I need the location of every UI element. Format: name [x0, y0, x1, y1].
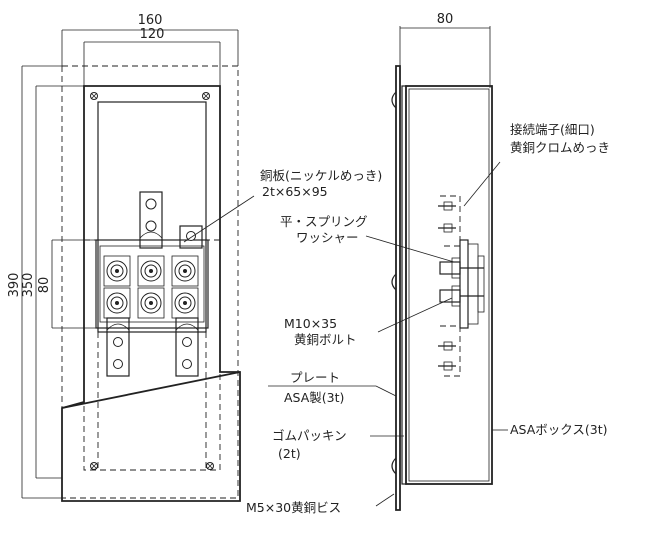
- dim-depth: 80: [437, 12, 454, 27]
- label-plate: プレート: [290, 370, 340, 385]
- dim-width-outer: 160: [138, 13, 163, 28]
- dim-width-inner: 120: [140, 27, 165, 42]
- side-box: [405, 85, 493, 485]
- label-gasket: ゴムパッキン: [272, 428, 347, 443]
- label-washer-2: ワッシャー: [296, 230, 359, 245]
- label-washer: 平・スプリング: [280, 214, 368, 229]
- label-copper-plate-size: 2t×65×95: [262, 184, 328, 199]
- side-bolts: [439, 257, 484, 307]
- width-dimensions: [61, 29, 239, 86]
- copper-plate: [95, 239, 209, 329]
- plate-slope: [61, 371, 241, 409]
- bottom-right-lug: [175, 317, 199, 377]
- label-plate-material: ASA製(3t): [284, 390, 344, 405]
- outer-dashed-outline: [61, 65, 239, 499]
- height-dimensions: [21, 65, 96, 499]
- label-terminal-material: 黄銅クロムめっき: [510, 140, 610, 155]
- side-mounting-plate: [459, 239, 469, 329]
- upper-right-lug: [179, 225, 203, 249]
- dim-height-mid: 350: [21, 273, 36, 298]
- corner-screw-icon: [90, 92, 214, 470]
- leader-lines: [183, 161, 508, 507]
- side-screw-icon: [391, 91, 397, 475]
- cover-plate: [61, 85, 241, 502]
- side-lower-terminal: [438, 325, 461, 377]
- side-view: 80: [391, 12, 493, 511]
- label-terminal: 接続端子(細口): [510, 122, 595, 137]
- label-gasket-thickness: (2t): [278, 446, 301, 461]
- label-copper-plate: 銅板(ニッケルめっき): [260, 168, 382, 183]
- top-lug: [139, 191, 163, 249]
- dim-height-outer: 390: [7, 273, 22, 298]
- bottom-left-lug: [106, 317, 130, 377]
- label-bolt-material: 黄銅ボルト: [294, 332, 357, 347]
- label-screw: M5×30黄銅ビス: [246, 500, 341, 515]
- label-bolt: M10×35: [284, 316, 337, 331]
- label-box: ASAボックス(3t): [510, 422, 608, 437]
- side-cover-plate: [395, 65, 401, 511]
- inner-frame: [97, 101, 207, 333]
- inner-dashed-box: [83, 239, 221, 471]
- side-upper-terminal: [438, 195, 461, 247]
- dim-height-plate: 80: [37, 277, 52, 294]
- terminal-bolts: [103, 255, 199, 319]
- front-view: 160 120 390 350 80: [7, 13, 241, 502]
